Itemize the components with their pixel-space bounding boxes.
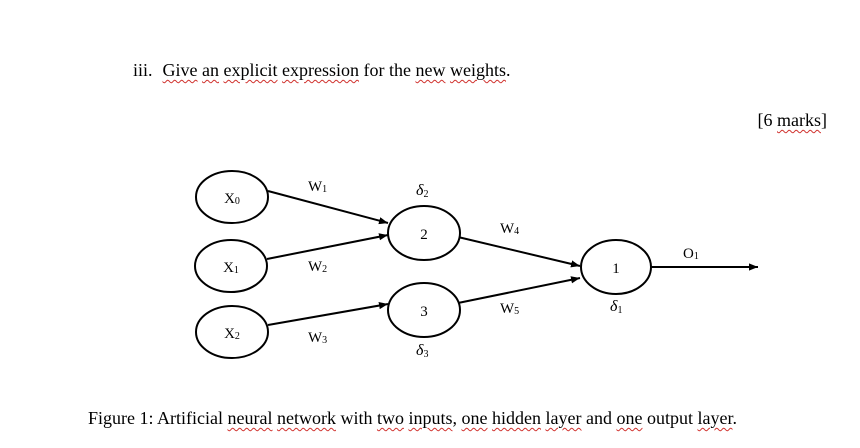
spellcheck-word: hidden: [491, 408, 541, 428]
weight-w5-label: W5: [500, 301, 519, 317]
node-o1: 1: [580, 239, 652, 295]
text-run: Figure 1: Artificial: [88, 408, 228, 428]
weight-w5-sub: 5: [514, 306, 519, 317]
marks-open: [6: [757, 110, 777, 130]
delta-2-sub: 2: [423, 189, 428, 200]
svg-text:X1: X1: [223, 260, 239, 276]
node-x0-label: X: [224, 191, 235, 207]
weight-w4-letter: W: [500, 221, 515, 237]
spellcheck-word: network: [276, 408, 336, 428]
node-h3: 3: [387, 282, 461, 338]
spellcheck-word: expression: [282, 60, 359, 80]
marks-word: marks: [777, 110, 821, 130]
text-run: and: [581, 408, 617, 428]
spellcheck-word: Give: [162, 60, 198, 80]
spellcheck-word: inputs: [408, 408, 453, 428]
weight-w4-sub: 4: [514, 226, 519, 237]
spellcheck-word: weights: [449, 60, 506, 80]
output-o1-label: O1: [683, 246, 699, 262]
edge-x0-h2: [267, 190, 389, 225]
weight-w2-sub: 2: [322, 264, 327, 275]
weight-w1-label: W1: [308, 179, 327, 195]
delta-3-sub: 3: [423, 349, 428, 360]
spellcheck-word: neural: [227, 408, 273, 428]
svg-text:X2: X2: [224, 326, 240, 342]
spellcheck-word: one: [461, 408, 488, 428]
weight-w2-letter: W: [308, 259, 323, 275]
node-x2: X2: [195, 305, 269, 359]
node-o1-label: 1: [612, 261, 620, 277]
weight-w1-letter: W: [308, 179, 323, 195]
spellcheck-word: layer: [545, 408, 582, 428]
spellcheck-word: one: [616, 408, 643, 428]
node-x2-label: X: [224, 326, 235, 342]
question-number: iii.: [133, 60, 153, 80]
delta-1-sub: 1: [617, 305, 622, 316]
svg-text:X0: X0: [224, 191, 240, 207]
node-x0-sub: 0: [235, 196, 240, 207]
delta-1-symbol: δ: [610, 298, 618, 315]
edge-h3-o1: [457, 276, 581, 304]
node-h2: 2: [387, 205, 461, 261]
text-run: ,: [452, 408, 462, 428]
text-run: for the: [358, 60, 416, 80]
node-x2-sub: 2: [235, 331, 240, 342]
node-x1-sub: 1: [234, 265, 239, 276]
question-words: Give an explicit expression for the new …: [163, 60, 511, 80]
node-x1: X1: [194, 239, 268, 293]
weight-w3-label: W3: [308, 330, 327, 346]
delta-3-label: δ3: [416, 342, 428, 360]
question-text: iii. Give an explicit expression for the …: [133, 60, 510, 81]
figure-caption: Figure 1: Artificial neural network with…: [88, 408, 737, 429]
spellcheck-word: an: [202, 60, 220, 80]
spellcheck-word: layer: [697, 408, 733, 428]
edge-h2-o1: [457, 236, 581, 268]
output-o1-letter: O: [683, 246, 694, 262]
weight-w3-sub: 3: [322, 335, 327, 346]
edge-x2-h3: [267, 302, 389, 326]
delta-2-label: δ2: [416, 182, 428, 200]
weight-w5-letter: W: [500, 301, 515, 317]
output-o1-sub: 1: [694, 251, 699, 262]
node-h2-label: 2: [420, 227, 428, 243]
node-x0: X0: [195, 170, 269, 224]
text-run: .: [732, 408, 737, 428]
spellcheck-word: two: [376, 408, 404, 428]
marks-close: ]: [821, 110, 827, 130]
text-run: with: [335, 408, 377, 428]
weight-w4-label: W4: [500, 221, 519, 237]
marks-label: [6 marks]: [758, 110, 828, 131]
node-h3-label: 3: [420, 304, 428, 320]
node-x1-label: X: [223, 260, 234, 276]
edge-x1-h2: [266, 233, 389, 260]
text-run: .: [505, 60, 511, 80]
spellcheck-word: explicit: [223, 60, 278, 80]
weight-w2-label: W2: [308, 259, 327, 275]
delta-3-symbol: δ: [416, 342, 424, 359]
text-run: output: [642, 408, 698, 428]
delta-2-symbol: δ: [416, 182, 424, 199]
spellcheck-word: new: [415, 60, 446, 80]
weight-w1-sub: 1: [322, 184, 327, 195]
weight-w3-letter: W: [308, 330, 323, 346]
delta-1-label: δ1: [610, 298, 622, 316]
